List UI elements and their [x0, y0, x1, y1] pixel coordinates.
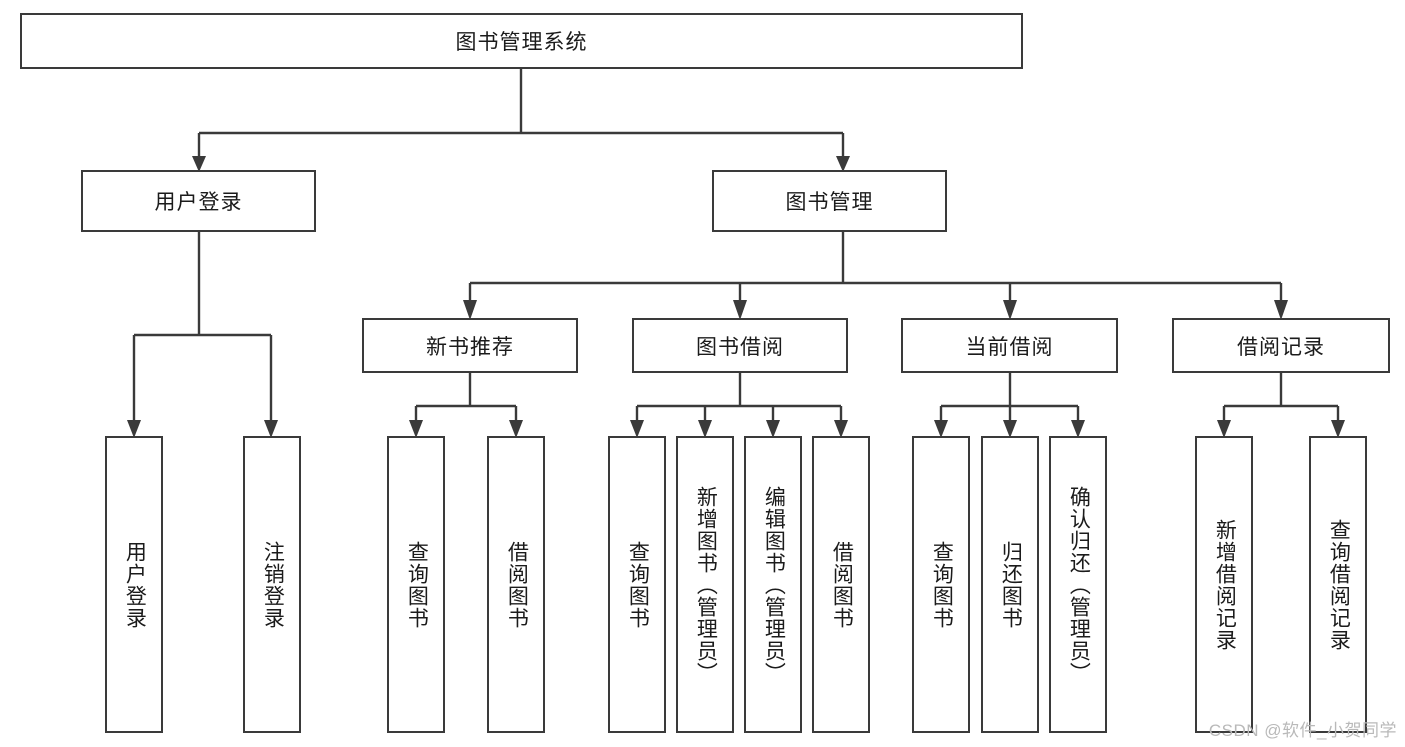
- leaf-label: 查询图书: [626, 540, 650, 629]
- node-current-borrow[interactable]: 当前借阅: [901, 318, 1118, 373]
- leaf-nbr-borrow-book[interactable]: 借阅图书: [487, 436, 545, 733]
- leaf-label: 查询借阅记录: [1327, 518, 1351, 651]
- watermark: CSDN @软件_小贺同学: [1208, 721, 1397, 740]
- node-user-login[interactable]: 用户登录: [81, 170, 316, 232]
- leaf-label: 查询图书: [405, 540, 429, 629]
- leaf-cb-confirm-return[interactable]: 确认归还（管理员）: [1049, 436, 1107, 733]
- leaf-logout[interactable]: 注销登录: [243, 436, 301, 733]
- node-book-borrow[interactable]: 图书借阅: [632, 318, 848, 373]
- leaf-label: 注销登录: [261, 540, 285, 629]
- leaf-cb-return-book[interactable]: 归还图书: [981, 436, 1039, 733]
- leaf-bb-add-book[interactable]: 新增图书（管理员）: [676, 436, 734, 733]
- node-root-system[interactable]: 图书管理系统: [20, 13, 1023, 69]
- arrow-borrow-record: [1274, 300, 1288, 320]
- leaf-label: 归还图书: [999, 540, 1023, 629]
- leaf-label: 编辑图书（管理员）: [762, 485, 786, 684]
- leaf-label: 借阅图书: [830, 540, 854, 629]
- leaf-cb-query-book[interactable]: 查询图书: [912, 436, 970, 733]
- arrow-new-book: [463, 300, 477, 320]
- leaf-nbr-query-book[interactable]: 查询图书: [387, 436, 445, 733]
- leaf-bb-query-book[interactable]: 查询图书: [608, 436, 666, 733]
- node-new-book-recommend[interactable]: 新书推荐: [362, 318, 578, 373]
- leaf-br-query-record[interactable]: 查询借阅记录: [1309, 436, 1367, 733]
- leaf-label: 新增图书（管理员）: [694, 485, 718, 684]
- leaf-label: 新增借阅记录: [1213, 518, 1237, 651]
- arrow-current-borrow: [1003, 300, 1017, 320]
- leaf-label: 借阅图书: [505, 540, 529, 629]
- leaf-label: 查询图书: [930, 540, 954, 629]
- leaf-label: 确认归还（管理员）: [1067, 485, 1091, 684]
- leaf-br-add-record[interactable]: 新增借阅记录: [1195, 436, 1253, 733]
- node-book-management[interactable]: 图书管理: [712, 170, 947, 232]
- leaf-bb-borrow-book[interactable]: 借阅图书: [812, 436, 870, 733]
- leaf-bb-edit-book[interactable]: 编辑图书（管理员）: [744, 436, 802, 733]
- arrow-book-borrow: [733, 300, 747, 320]
- leaf-label: 用户登录: [123, 540, 147, 629]
- node-borrow-record[interactable]: 借阅记录: [1172, 318, 1390, 373]
- leaf-user-login[interactable]: 用户登录: [105, 436, 163, 733]
